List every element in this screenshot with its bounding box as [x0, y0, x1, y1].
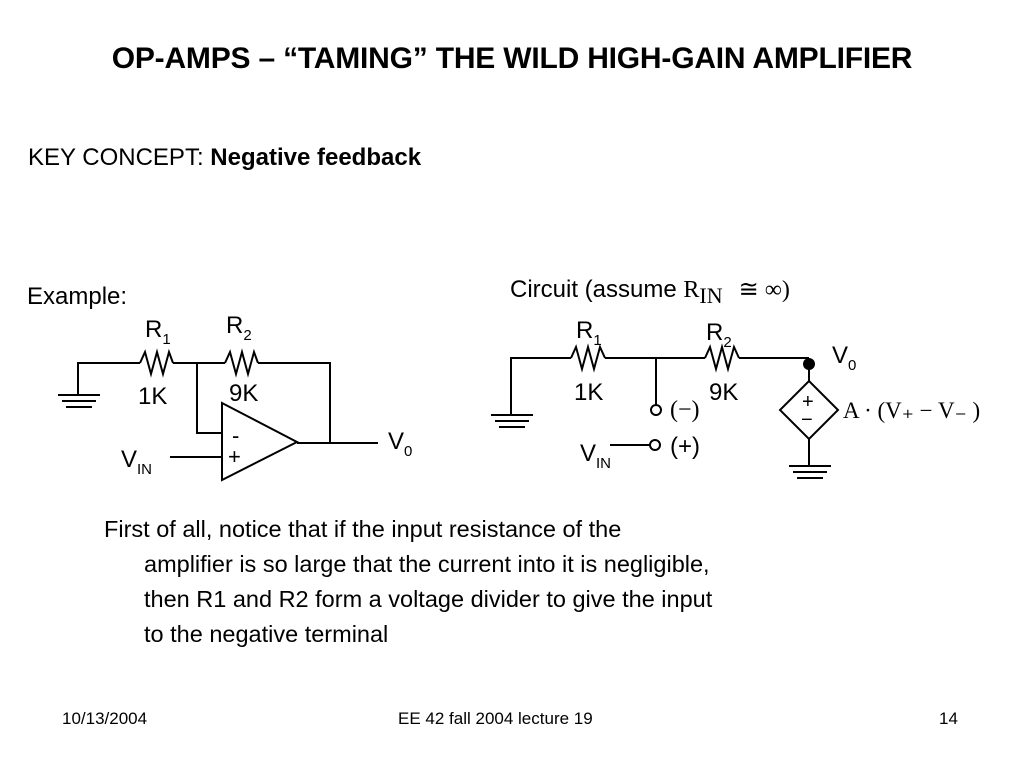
right-r2-letter: R	[706, 319, 724, 346]
neg-terminal-label: (−)	[670, 397, 700, 423]
example-vin-sub: IN	[137, 461, 153, 478]
footer-date: 10/13/2004	[62, 709, 148, 728]
key-concept-prefix: KEY CONCEPT:	[28, 144, 211, 171]
example-minus-sign: -	[232, 423, 240, 448]
right-r1-label: R1	[576, 317, 602, 349]
slide-title: OP-AMPS – “TAMING” THE WILD HIGH-GAIN AM…	[111, 42, 913, 75]
example-r1-sub: 1	[162, 331, 171, 348]
example-r1-value: 1K	[138, 383, 168, 410]
example-minus-wire	[196, 363, 222, 434]
example-r2-sub: 2	[243, 327, 252, 344]
example-opamp-triangle	[221, 401, 300, 482]
right-r2-label: R2	[706, 319, 732, 351]
right-vout-letter: V	[832, 342, 849, 369]
example-r2-label: R2	[226, 312, 252, 344]
explanation-text: First of all, notice that if the input r…	[104, 512, 864, 652]
example-plus-sign: +	[228, 444, 241, 469]
pos-terminal-label: (+)	[670, 433, 700, 460]
example-vin-label: VIN	[121, 446, 152, 478]
example-r2-value: 9K	[229, 380, 259, 407]
example-r2-letter: R	[226, 312, 244, 339]
key-concept-term: Negative feedback	[210, 144, 422, 171]
source-minus-sign: −	[801, 409, 813, 431]
example-r2-resistor	[224, 348, 259, 378]
right-r2-resistor	[704, 343, 740, 373]
right-r2-value: 9K	[709, 379, 739, 406]
right-r1-sub: 1	[593, 332, 602, 349]
explanation-line-4: to the negative terminal	[144, 621, 389, 647]
right-r2-sub: 2	[723, 334, 732, 351]
rin-relation: ≅ ∞)	[738, 277, 790, 303]
rin-symbol: RIN ≅ ∞)	[683, 277, 790, 308]
right-r1-resistor	[570, 343, 606, 373]
example-r1-resistor	[139, 348, 174, 378]
footer-course: EE 42 fall 2004 lecture 19	[398, 709, 593, 728]
right-vout-label: V0	[832, 342, 856, 374]
example-r1-letter: R	[145, 316, 163, 343]
example-vout-sub: 0	[404, 443, 413, 460]
right-vout-sub: 0	[848, 357, 857, 374]
key-concept: KEY CONCEPT: Negative feedback	[28, 144, 421, 172]
example-circuit-wires	[58, 348, 378, 482]
right-r1-letter: R	[576, 317, 594, 344]
plus-terminal-circle	[649, 439, 661, 451]
right-vin-letter: V	[580, 440, 597, 467]
explanation-line-1: First of all, notice that if the input r…	[104, 516, 622, 542]
example-label: Example:	[27, 283, 128, 310]
right-circuit-wires	[491, 343, 840, 479]
example-vin-letter: V	[121, 446, 138, 473]
right-vin-label: VIN	[580, 440, 611, 472]
right-ground-wire	[510, 357, 571, 415]
source-plus-sign: +	[802, 391, 814, 413]
footer-page-number: 14	[939, 709, 958, 728]
circuit-label: Circuit (assume RIN ≅ ∞)	[510, 275, 790, 308]
rin-letter: R	[683, 277, 700, 303]
example-feedback-wire	[258, 362, 331, 443]
right-r1-value: 1K	[574, 379, 604, 406]
explanation-line-2: amplifier is so large that the current i…	[144, 551, 710, 577]
example-vout-letter: V	[388, 428, 405, 455]
output-node-dot	[803, 358, 815, 370]
example-vout-label: V0	[388, 428, 412, 460]
example-r1-label: R1	[145, 316, 171, 348]
example-ground-wire	[77, 362, 140, 395]
right-vin-sub: IN	[596, 455, 612, 472]
rin-sub: IN	[699, 283, 723, 308]
explanation-line-3: then R1 and R2 form a voltage divider to…	[144, 586, 713, 612]
minus-terminal-circle	[650, 404, 662, 416]
source-expression: A · (V₊ − V₋ )	[843, 398, 981, 423]
circuit-label-prefix: Circuit (assume	[510, 276, 684, 303]
